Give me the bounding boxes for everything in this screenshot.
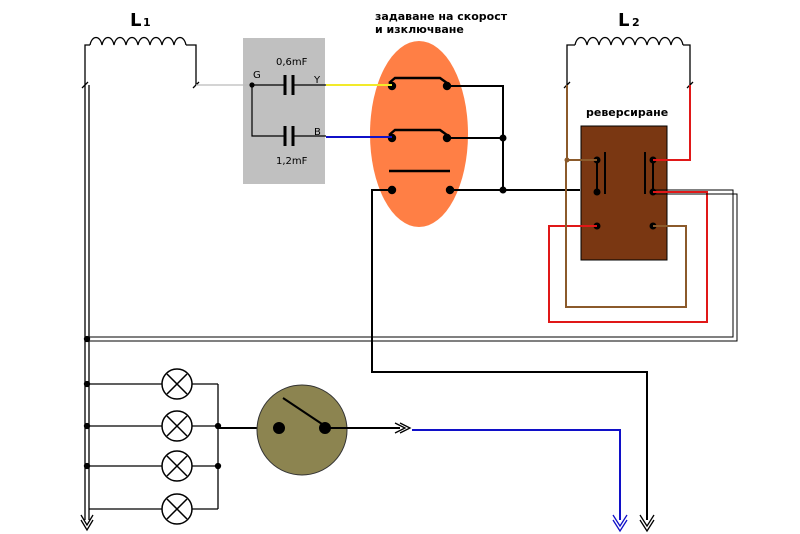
arrows [80, 514, 655, 533]
terminal-g-label: G [253, 70, 261, 81]
coil2-sub: 2 [632, 16, 640, 29]
cap1-value: 0,6mF [276, 57, 308, 68]
coil-l1 [81, 36, 200, 89]
lamp-2 [161, 410, 193, 442]
coil1-label: L [130, 10, 141, 31]
coil2-label: L [618, 10, 629, 31]
coil1-sub: 1 [143, 16, 151, 29]
reverse-wiring [548, 85, 708, 323]
wall-switch [256, 384, 348, 476]
arrow-down-icon [80, 514, 94, 532]
coil-l2 [563, 36, 694, 89]
coil-icon [574, 36, 684, 46]
blue-output-wire [412, 429, 621, 520]
capacitor-wiring [196, 82, 326, 137]
terminal-b-label: B [314, 127, 321, 138]
speed-switch-label-1: задаване на скорост [375, 10, 508, 23]
terminal-y-label: Y [313, 75, 321, 86]
switch-output [325, 422, 412, 434]
capacitor-icon [283, 75, 295, 146]
speed-switch-outputs [371, 85, 648, 520]
cap2-value: 1,2mF [276, 156, 308, 167]
capacitor-box [243, 38, 325, 184]
arrow-down-icon [612, 514, 628, 533]
lamp-3 [161, 450, 193, 482]
coil-icon [89, 36, 187, 46]
speed-switch-label-2: и изключване [375, 23, 464, 36]
speed-switch [370, 41, 468, 227]
lamp-4 [161, 493, 193, 525]
lamp-1 [161, 368, 193, 400]
reverse-label: реверсиране [586, 106, 668, 119]
left-bus [83, 85, 278, 520]
double-wire [85, 189, 738, 342]
arrow-right-icon [394, 422, 412, 434]
arrow-down-icon [639, 514, 655, 533]
